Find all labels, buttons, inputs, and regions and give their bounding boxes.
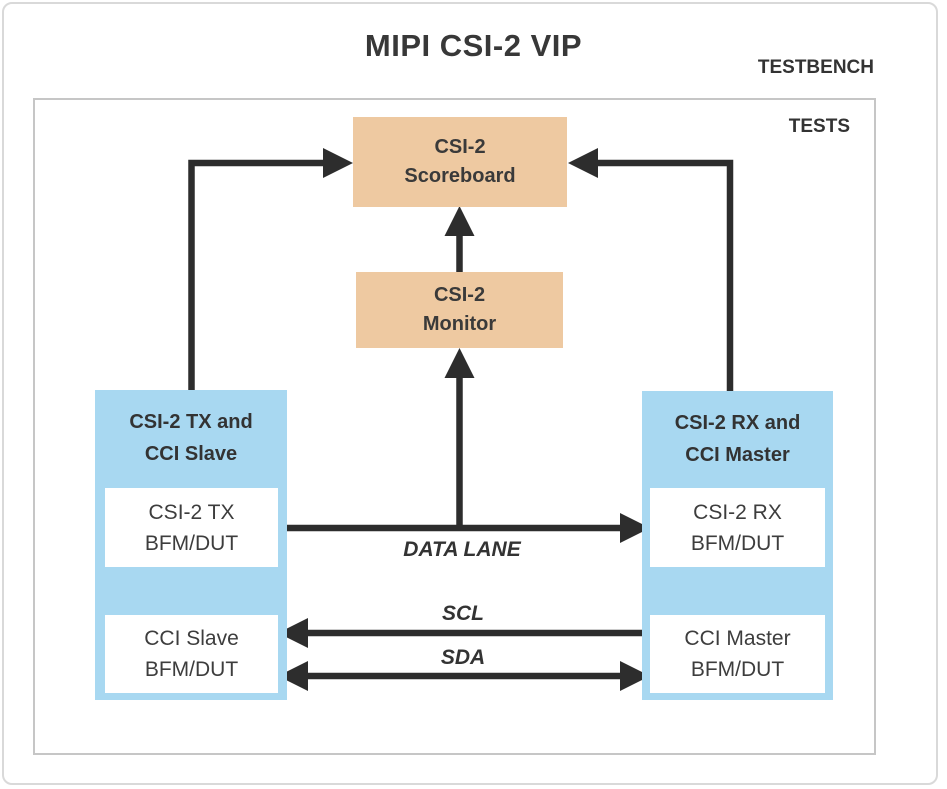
csi2-tx-bfm-line2: BFM/DUT [144,531,239,555]
csi2-monitor-label-line1: CSI-2 [433,284,486,306]
csi2-scoreboard-label-line2: Scoreboard [404,165,516,187]
testbench-label: TESTBENCH [757,57,874,78]
csi2-tx-bfm-line1: CSI-2 TX [148,500,235,524]
rx-block-header-line1: CSI-2 RX and [674,412,801,434]
data-lane-label: DATA LANE [403,538,521,561]
csi2-rx-bfm-line1: CSI-2 RX [693,500,782,524]
tx-block-header-line2: CCI Slave [144,443,238,465]
page-title: MIPI CSI-2 VIP [364,28,583,63]
csi2-rx-bfm-dut-box: CSI-2 RX BFM/DUT [650,488,825,567]
csi2-scoreboard-label-line1: CSI-2 [434,136,486,158]
rx-block-header-line2: CCI Master [685,444,790,466]
csi2-monitor-label-line2: Monitor [422,313,497,335]
tests-label: TESTS [788,116,850,137]
csi2-rx-bfm-line2: BFM/DUT [690,531,785,555]
tx-block-header: CSI-2 TX and CCI Slave [129,406,252,470]
cci-slave-bfm-line2: BFM/DUT [144,658,239,681]
cci-slave-bfm-dut-box: CCI Slave BFM/DUT [105,615,278,693]
rx-block-header: CSI-2 RX and CCI Master [675,407,801,471]
csi2-monitor-block: CSI-2 Monitor [356,272,563,348]
sda-label: SDA [440,646,486,669]
tx-block-header-line1: CSI-2 TX and [129,411,253,433]
csi2-tx-bfm-dut-box: CSI-2 TX BFM/DUT [105,488,278,567]
cci-master-bfm-line1: CCI Master [684,627,791,650]
cci-slave-bfm-line1: CCI Slave [144,627,239,650]
cci-master-bfm-dut-box: CCI Master BFM/DUT [650,615,825,693]
csi2-scoreboard-block: CSI-2 Scoreboard [353,117,567,207]
scl-label: SCL [442,602,484,625]
cci-master-bfm-line2: BFM/DUT [690,658,785,681]
